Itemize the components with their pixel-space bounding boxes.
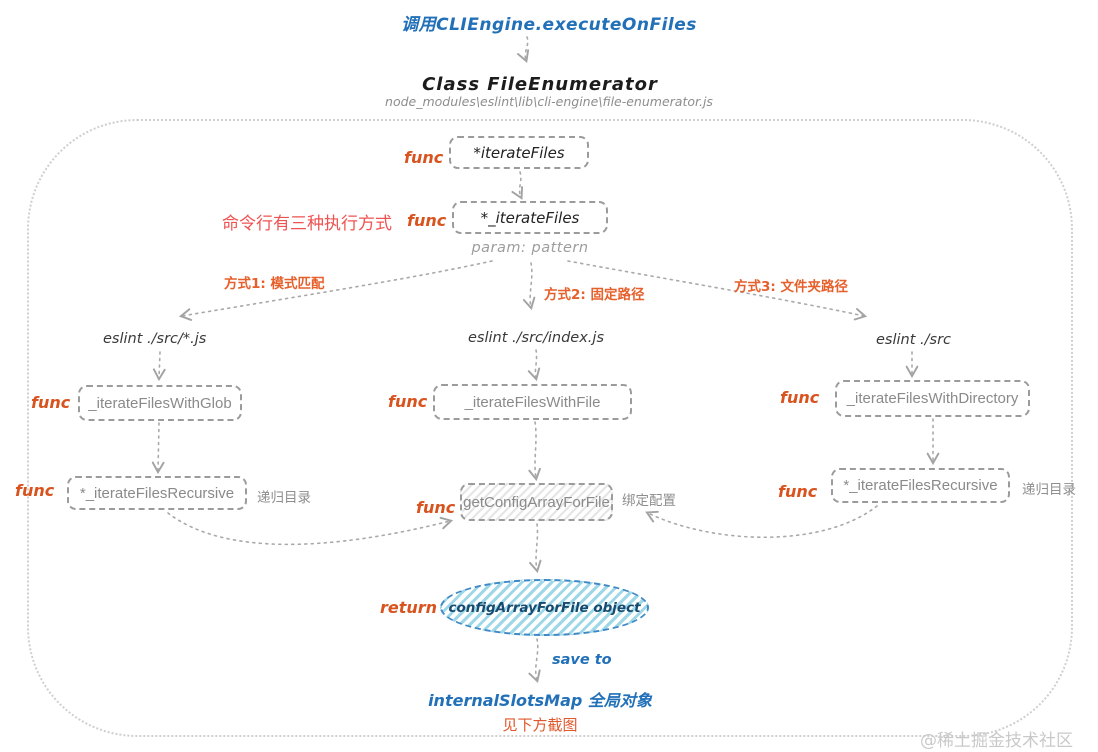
return-label: return: [380, 598, 438, 617]
node-recursive-right: *_iterateFilesRecursive: [831, 468, 1010, 503]
node-with-directory: _iterateFilesWithDirectory: [835, 380, 1030, 417]
func-label-iterate: func: [404, 148, 444, 167]
func-label-recursive-right: func: [778, 482, 818, 501]
result-ellipse: configArrayForFile object: [440, 579, 649, 636]
save-target-label: internalSlotsMap 全局对象: [428, 691, 652, 710]
func-label-get-config: func: [416, 498, 456, 517]
node-get-config: getConfigArrayForFile: [460, 483, 613, 521]
func-label-file: func: [388, 392, 428, 411]
node-with-file: _iterateFilesWithFile: [433, 384, 632, 420]
arrow-title-to-class: [517, 36, 530, 63]
node-iterate-files-private: *_iterateFiles: [452, 201, 608, 234]
mode3-label: 方式3: 文件夹路径: [734, 279, 848, 295]
command-glob: eslint ./src/*.js: [103, 331, 207, 347]
heading-three-modes: 命令行有三种执行方式: [222, 214, 392, 234]
recursive-note-left: 递归目录: [257, 490, 311, 505]
node-iterate-files: *iterateFiles: [449, 136, 589, 169]
save-to-label: save to: [552, 652, 612, 668]
class-name: Class FileEnumerator: [422, 74, 658, 95]
mode1-label: 方式1: 模式匹配: [224, 276, 325, 292]
mode2-label: 方式2: 固定路径: [544, 287, 645, 303]
recursive-note-right: 递归目录: [1022, 482, 1076, 497]
param-pattern-label: param: pattern: [471, 240, 589, 256]
flow-boundary-frame: [27, 119, 1073, 737]
func-label-iterate-private: func: [407, 211, 447, 230]
flow-title: 调用CLIEngine.executeOnFiles: [401, 15, 697, 35]
node-with-glob: _iterateFilesWithGlob: [78, 385, 242, 421]
func-label-glob: func: [31, 393, 71, 412]
node-recursive-left: *_iterateFilesRecursive: [67, 476, 247, 510]
command-file: eslint ./src/index.js: [468, 330, 605, 346]
func-label-directory: func: [780, 388, 820, 407]
bind-config-note: 绑定配置: [622, 493, 676, 508]
class-path: node_modules\eslint\lib\cli-engine\file-…: [385, 94, 713, 109]
func-label-recursive-left: func: [15, 481, 55, 500]
see-below-label: 见下方截图: [502, 716, 578, 734]
command-dir: eslint ./src: [876, 332, 951, 348]
watermark: @稀土掘金技术社区: [920, 731, 1073, 751]
